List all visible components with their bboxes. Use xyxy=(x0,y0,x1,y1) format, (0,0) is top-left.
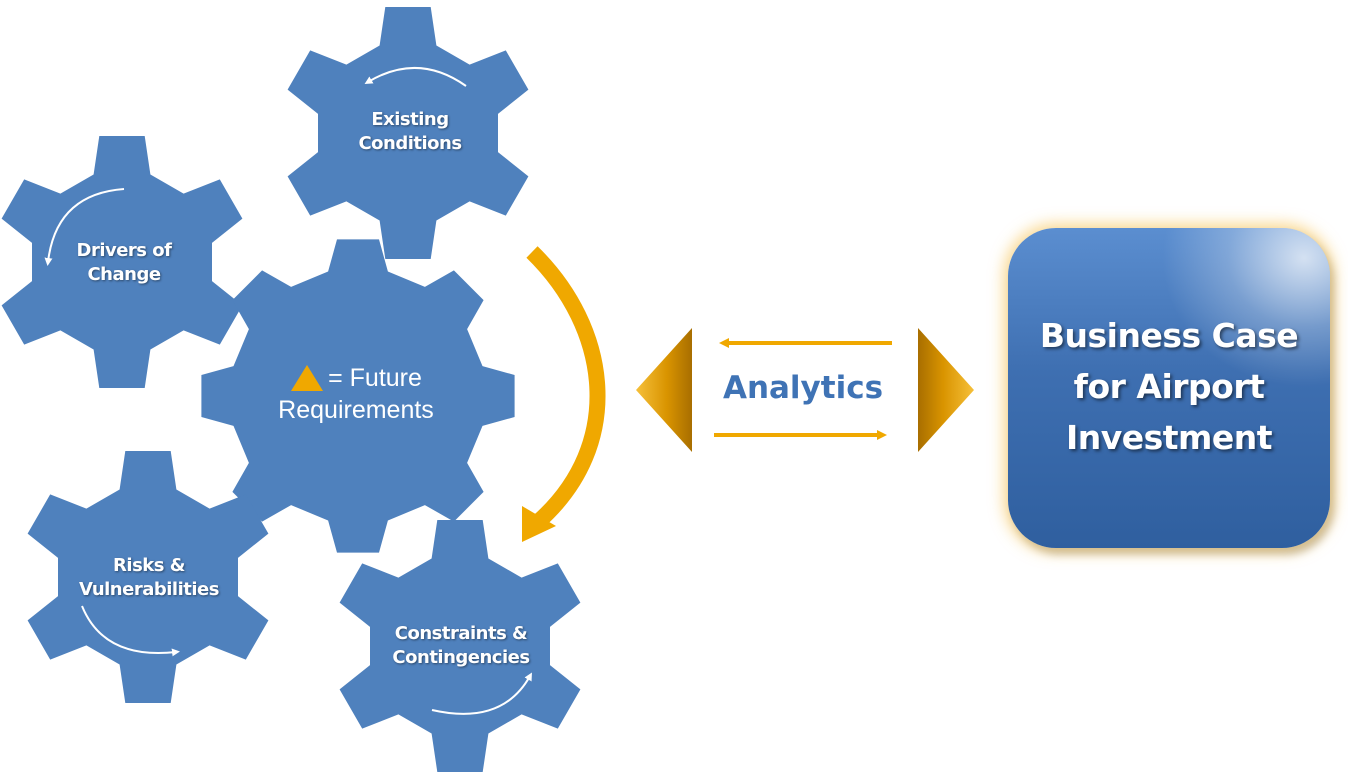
future-line2: Requirements xyxy=(278,396,434,424)
cycle-curved-arrow xyxy=(526,246,606,528)
cycle-arrow-head-icon xyxy=(522,506,556,542)
box-sheen xyxy=(1150,228,1330,398)
constraints-line2: Contingencies xyxy=(392,647,530,668)
future-line1: = Future xyxy=(328,364,422,392)
risks-line2: Vulnerabilities xyxy=(79,579,219,600)
business-case-text: Business Case for Airport Investment xyxy=(1008,310,1330,463)
existing-line1: Existing xyxy=(371,109,449,130)
constraints-contingencies-label: Constraints & Contingencies xyxy=(376,622,546,670)
existing-rotation-arrow xyxy=(364,66,467,87)
future-requirements-label: = Future Requirements xyxy=(246,362,466,426)
drivers-of-change-label: Drivers of Change xyxy=(44,239,204,287)
constraints-line1: Constraints & xyxy=(394,623,528,644)
gear-risks-vulnerabilities xyxy=(27,451,269,703)
existing-conditions-label: Existing Conditions xyxy=(330,108,490,156)
right-triangle-icon xyxy=(918,328,974,452)
business-case-line2: for Airport xyxy=(1073,367,1265,406)
left-triangle-icon xyxy=(636,328,692,452)
gear-drivers-of-change xyxy=(1,136,243,388)
existing-line2: Conditions xyxy=(358,133,462,154)
risks-vulnerabilities-label: Risks & Vulnerabilities xyxy=(64,554,234,602)
gear-existing-conditions xyxy=(287,7,529,259)
triangle-icon xyxy=(291,365,324,391)
constraints-rotation-arrow xyxy=(431,672,532,715)
business-case-box: Business Case for Airport Investment xyxy=(1008,228,1330,548)
risks-rotation-arrow xyxy=(81,605,180,657)
gear-constraints-contingencies xyxy=(339,520,581,772)
gear-future-requirements xyxy=(201,239,515,553)
risks-line1: Risks & xyxy=(113,555,185,576)
drivers-line1: Drivers of xyxy=(76,240,172,261)
drivers-rotation-arrow xyxy=(44,188,125,266)
drivers-line2: Change xyxy=(87,264,161,285)
analytics-label: Analytics xyxy=(722,370,884,406)
business-case-line1: Business Case xyxy=(1039,316,1299,355)
business-case-line3: Investment xyxy=(1065,418,1273,457)
